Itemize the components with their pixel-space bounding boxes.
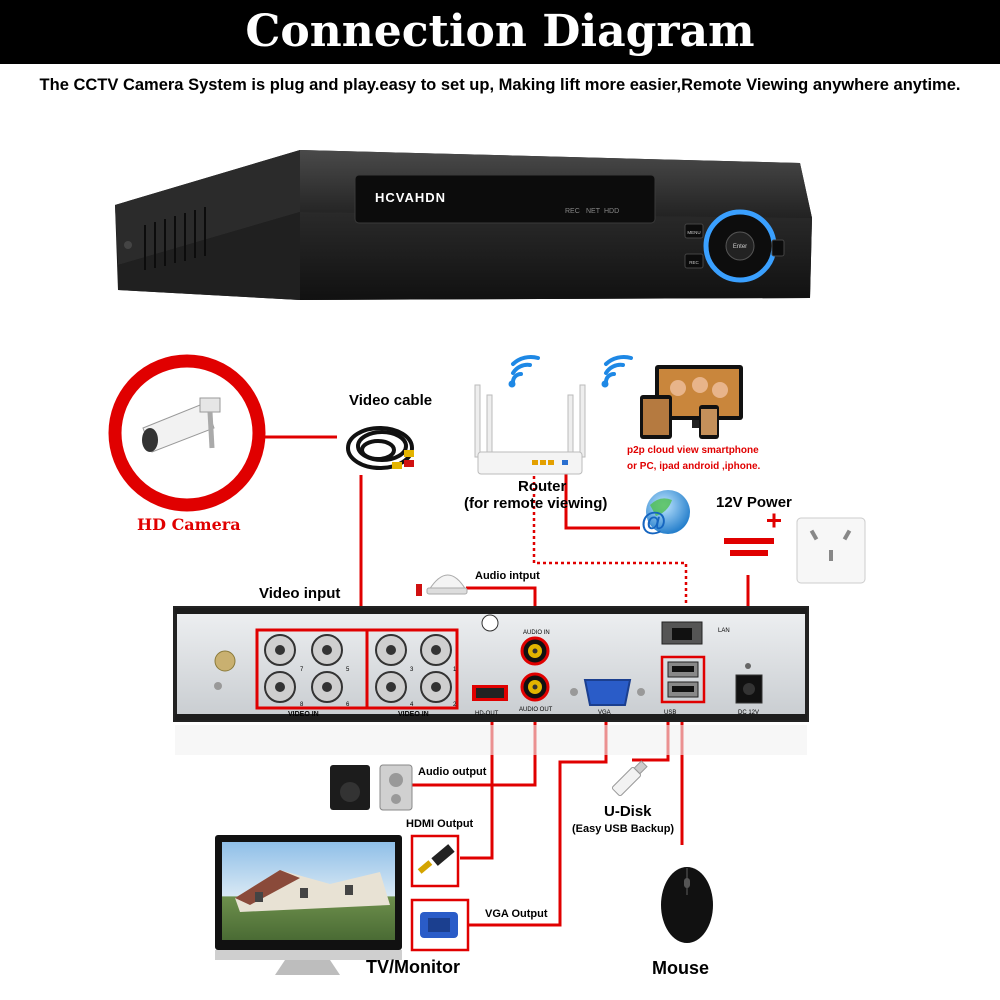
hdmi-port[interactable] [472, 685, 508, 701]
network-dashed-line [532, 470, 688, 632]
svg-text:@: @ [641, 506, 666, 536]
vga-port[interactable] [570, 679, 645, 706]
audio-out-jack[interactable] [520, 672, 550, 702]
speaker-icon [330, 764, 413, 811]
panel-reflection [175, 725, 807, 755]
indicator-net: NET [586, 208, 601, 215]
usb-ports[interactable] [660, 655, 706, 704]
indicator-rec: REC [565, 208, 580, 215]
channel-label: 2 [453, 702, 457, 708]
dvr-icon [115, 150, 812, 300]
wifi-icon [511, 354, 633, 384]
dvr-brand: HCVAHDN [375, 190, 446, 205]
audio-in-panel-label: AUDIO IN [523, 630, 550, 636]
mouse-label: Mouse [652, 958, 710, 978]
video-cable-label: Video cable [349, 392, 433, 409]
router-label: Router [518, 478, 567, 495]
page-subtitle: The CCTV Camera System is plug and play.… [39, 76, 961, 94]
channel-label: 5 [346, 667, 350, 673]
vga-panel-label: VGA [598, 710, 611, 716]
hd-camera-label: HD Camera [137, 515, 241, 534]
usb-panel-label: USB [664, 710, 676, 716]
rec-button[interactable]: REC [689, 260, 699, 265]
router-note: (for remote viewing) [464, 495, 608, 512]
globe-icon: @ [641, 490, 690, 536]
microphone-icon [416, 574, 468, 596]
bnc-connectors [264, 634, 452, 703]
udisk-label: U-Disk [604, 803, 652, 820]
vga-output-label: VGA Output [485, 908, 548, 920]
indicator-hdd: HDD [604, 208, 619, 215]
audio-in-jack[interactable] [520, 636, 550, 666]
usb-stick-icon [611, 760, 648, 797]
title-banner [0, 0, 1000, 64]
video-input-bnc[interactable] [255, 628, 459, 710]
wifi-dot [508, 380, 609, 388]
camera-icon [108, 354, 266, 512]
menu-button[interactable]: MENU [687, 230, 700, 235]
page-title: Connection Diagram [245, 6, 755, 57]
audio-output-label: Audio output [418, 766, 487, 778]
tv-monitor-label: TV/Monitor [366, 957, 460, 977]
hd-out-panel-label: HD-OUT [475, 711, 499, 717]
hdmi-output-label: HDMI Output [406, 818, 474, 830]
lan-panel-label: LAN [718, 628, 730, 634]
audio-out-panel-label: AUDIO OUT [519, 707, 553, 713]
channel-label: 7 [300, 667, 304, 673]
cable-icon [346, 426, 414, 470]
video-in-label-left: VIDEO IN [288, 711, 319, 718]
lan-port[interactable] [661, 621, 703, 645]
p2p-line-1: p2p cloud view smartphone [627, 445, 759, 456]
power-label: 12V Power [716, 494, 792, 511]
mouse-icon [661, 867, 713, 943]
dvr-back-panel [173, 606, 809, 722]
udisk-note: (Easy USB Backup) [572, 823, 675, 835]
p2p-line-2: or PC, ipad android ,iphone. [627, 461, 761, 472]
vga-plug-icon [410, 898, 470, 952]
hdmi-plug-icon [410, 834, 460, 888]
channel-label: 1 [453, 667, 457, 673]
video-input-label: Video input [259, 585, 341, 602]
devices-icon [640, 365, 743, 439]
channel-label: 3 [410, 667, 414, 673]
power-symbol [724, 513, 781, 556]
video-in-label-right: VIDEO IN [398, 711, 429, 718]
channel-label: 6 [346, 702, 350, 708]
power-outlet-icon [796, 517, 866, 584]
router-icon [474, 384, 586, 475]
audio-input-label: Audio intput [475, 570, 540, 582]
dc-power-jack[interactable] [735, 663, 763, 704]
dc-panel-label: DC 12V [738, 710, 759, 716]
monitor-icon [215, 835, 402, 975]
enter-button[interactable]: Enter [733, 244, 747, 250]
channel-label: 4 [410, 702, 414, 708]
channel-label: 8 [300, 702, 304, 708]
